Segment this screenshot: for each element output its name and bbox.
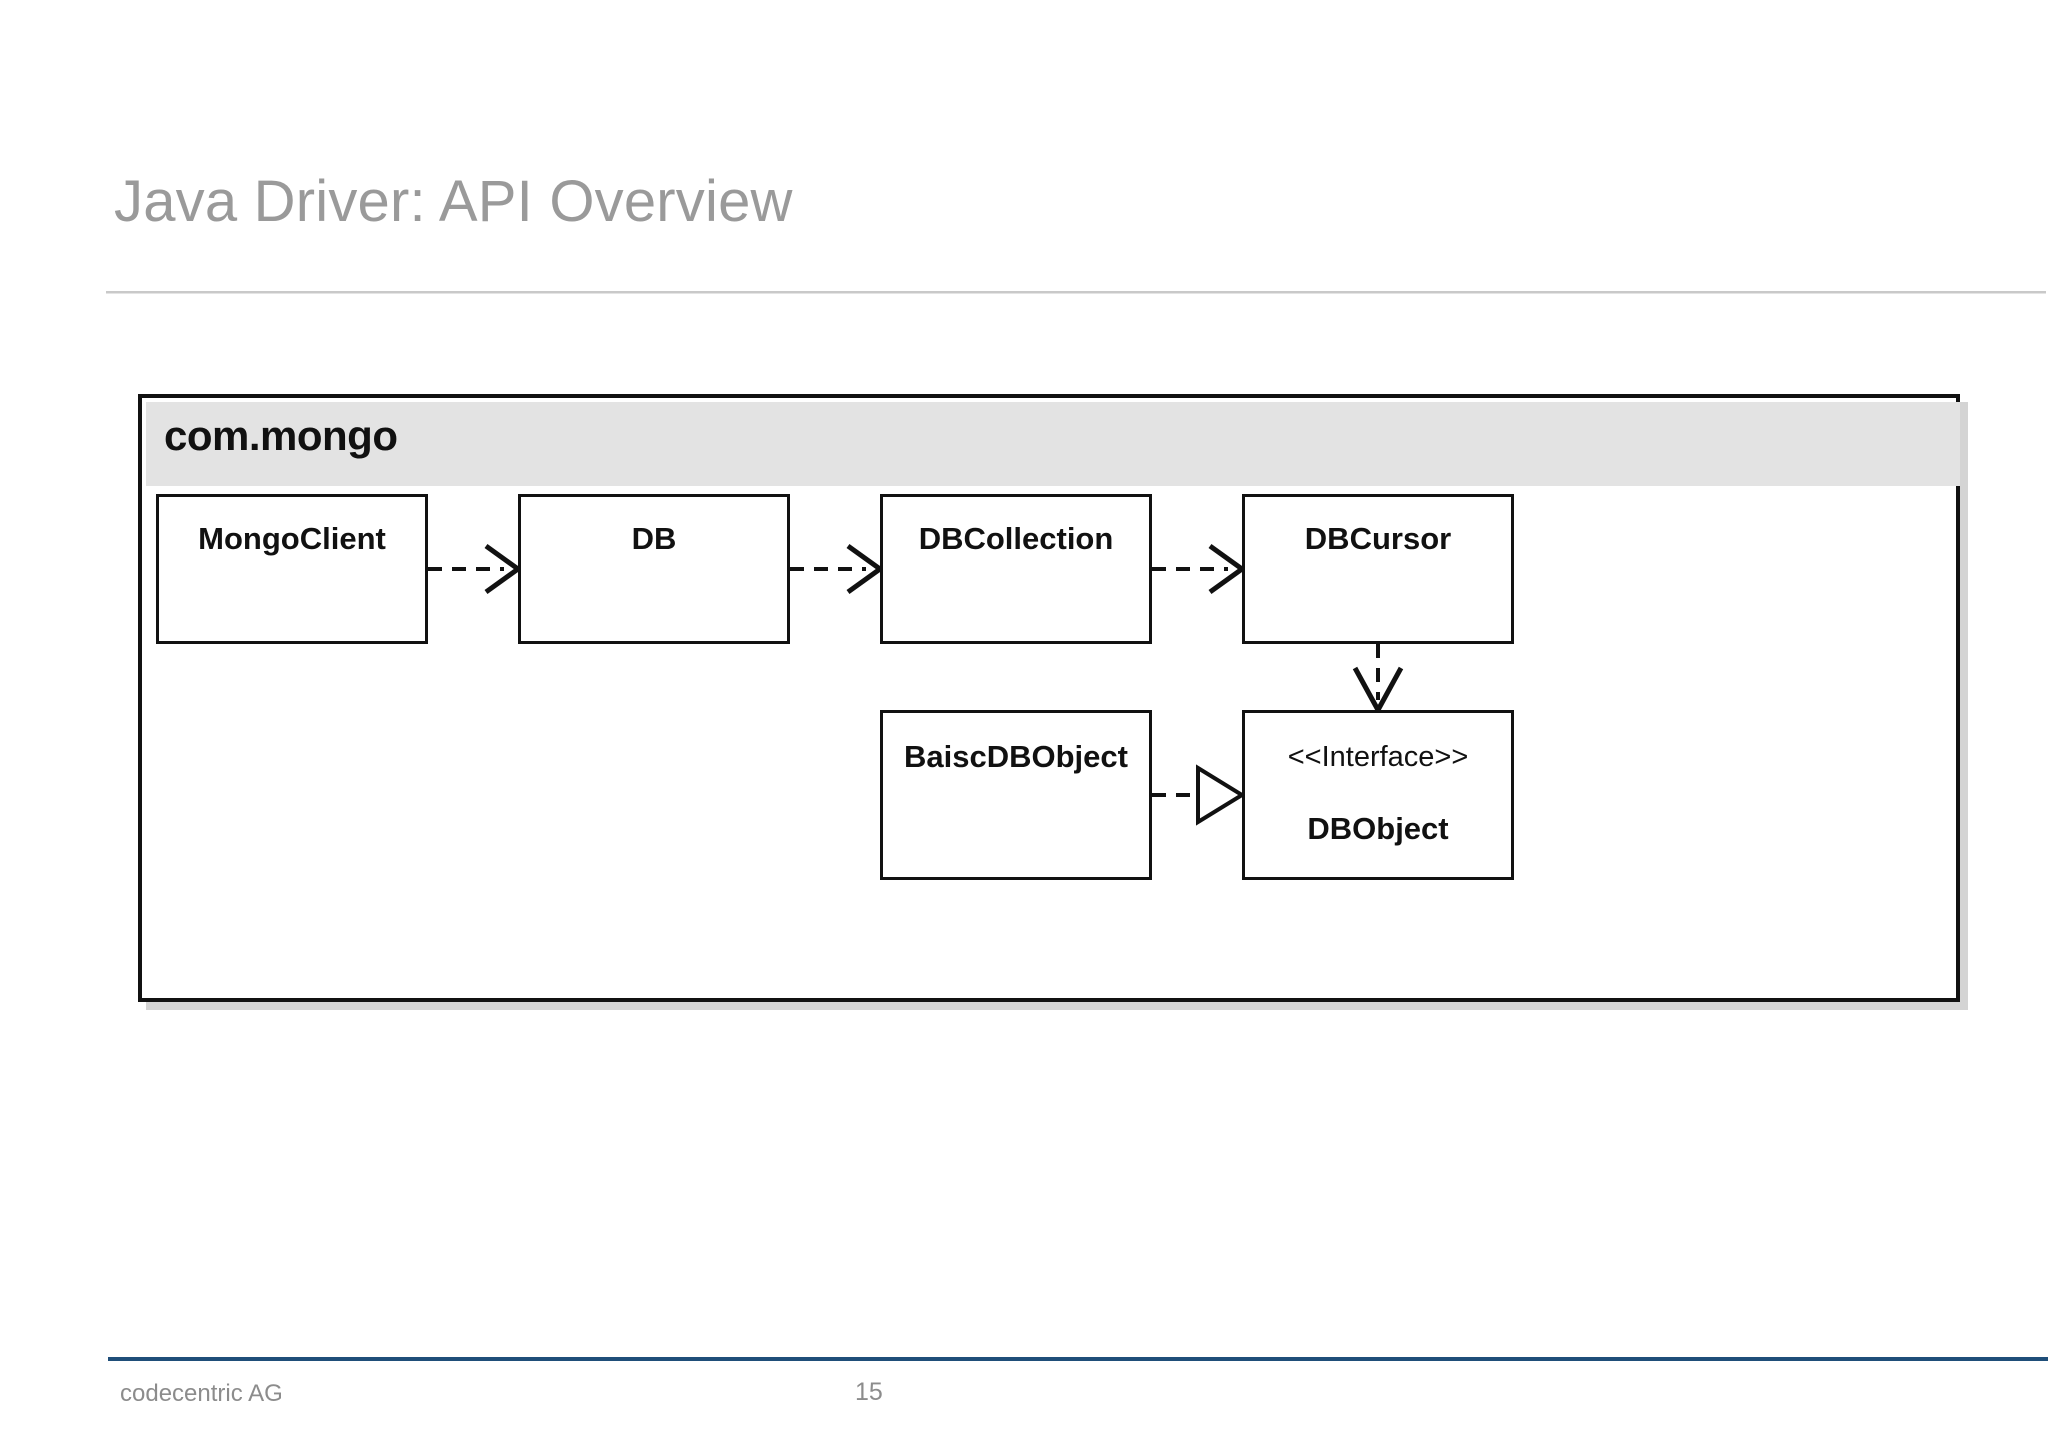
footer-company-label: codecentric AG [120,1380,283,1407]
class-box-dbcursor[interactable]: DBCursor [1242,494,1514,644]
class-name-dbcollection: DBCollection [918,521,1114,556]
class-stereotype-interface: <<Interface>> [1287,741,1469,773]
uml-class-diagram: com.mongo MongoClient [138,394,1968,1010]
class-box-baiscdbobject[interactable]: BaiscDBObject [880,710,1152,880]
class-box-dbcollection[interactable]: DBCollection [880,494,1152,644]
class-name-db: DB [631,521,677,556]
class-name-baiscdbobject: BaiscDBObject [904,739,1128,774]
footer-divider [108,1357,2048,1361]
class-name-dbcursor: DBCursor [1304,521,1452,556]
package-name-label: com.mongo [164,412,398,459]
footer-page-number: 15 [855,1378,883,1406]
class-box-db[interactable]: DB [518,494,790,644]
class-name-dbobject: DBObject [1307,811,1449,846]
title-divider [106,291,2046,294]
class-name-mongoclient: MongoClient [198,521,386,556]
class-box-mongoclient[interactable]: MongoClient [156,494,428,644]
package-box-com-mongo: com.mongo [138,394,1960,1002]
page-title: Java Driver: API Overview [114,169,793,234]
class-box-dbobject[interactable]: <<Interface>> DBObject [1242,710,1514,880]
package-header-band [146,402,1960,486]
